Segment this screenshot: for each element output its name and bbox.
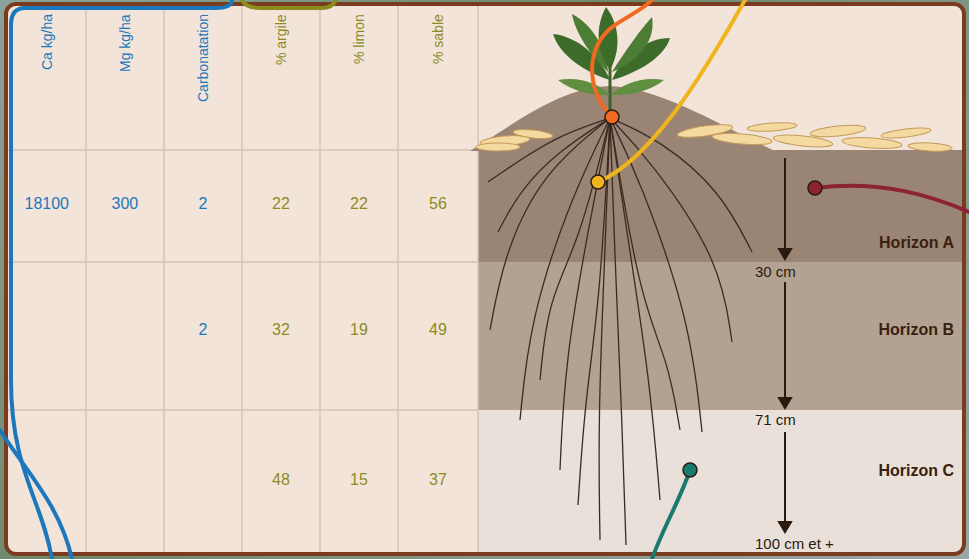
horizon-a-band xyxy=(478,150,964,262)
column-header: % argile xyxy=(273,14,289,65)
leader-dot xyxy=(605,110,619,124)
table-value: 48 xyxy=(272,471,290,489)
table-value: 18100 xyxy=(25,195,70,213)
soil-horizon: Horizon C xyxy=(478,410,964,554)
red-leader xyxy=(815,186,969,212)
column-header: Carbonatation xyxy=(195,14,211,102)
grid-line xyxy=(85,4,87,554)
root xyxy=(578,118,610,505)
depth-label: 100 cm et + xyxy=(755,535,834,552)
leaf xyxy=(558,79,610,95)
blue-leader xyxy=(11,0,232,559)
grid-line xyxy=(8,149,478,151)
leader-dot xyxy=(591,175,605,189)
table-value: 2 xyxy=(199,195,208,213)
soil-horizon: Horizon B xyxy=(478,262,964,410)
column-header: Ca kg/ha xyxy=(39,14,55,70)
table-value: 22 xyxy=(350,195,368,213)
depth-arrow xyxy=(784,158,786,250)
root xyxy=(540,118,610,380)
table-grid xyxy=(8,4,478,554)
table-value: 49 xyxy=(429,321,447,339)
straw xyxy=(747,121,797,132)
straw xyxy=(476,143,520,151)
leaf xyxy=(611,79,664,95)
arrow-head xyxy=(779,249,791,259)
straw xyxy=(712,131,773,146)
straw-residue xyxy=(476,121,952,152)
depth-arrows xyxy=(779,158,791,532)
root xyxy=(610,118,626,545)
grid-line xyxy=(477,4,479,554)
leader-dots xyxy=(591,110,822,477)
table-value: 37 xyxy=(429,471,447,489)
arrow-head xyxy=(779,398,791,408)
orange-leader xyxy=(592,0,652,117)
column-header: % limon xyxy=(351,14,367,64)
horizon-label: Horizon C xyxy=(878,462,954,480)
root xyxy=(610,118,660,500)
straw xyxy=(810,123,867,139)
depth-arrow xyxy=(784,282,786,399)
table-value: 2 xyxy=(199,321,208,339)
straw xyxy=(908,142,952,152)
straw xyxy=(881,126,932,140)
horizon-c-band xyxy=(478,410,964,554)
plant xyxy=(553,7,670,118)
column-header: Mg kg/ha xyxy=(117,14,133,72)
grid-line xyxy=(8,409,478,411)
depth-label: 30 cm xyxy=(755,263,796,280)
table-value: 56 xyxy=(429,195,447,213)
roots xyxy=(488,118,752,545)
table-value: 300 xyxy=(112,195,139,213)
yellow-leader xyxy=(598,0,745,182)
table-value: 32 xyxy=(272,321,290,339)
horizon-label: Horizon B xyxy=(878,321,954,339)
grid-line xyxy=(397,4,399,554)
column-header: % sable xyxy=(430,14,446,64)
arrow-head xyxy=(779,522,791,532)
depth-arrow xyxy=(784,432,786,523)
depth-label: 71 cm xyxy=(755,411,796,428)
leader-dot xyxy=(683,463,697,477)
grid-line xyxy=(319,4,321,554)
soil-mound xyxy=(470,86,775,151)
grid-line xyxy=(241,4,243,554)
straw xyxy=(513,128,554,140)
panel-border xyxy=(6,4,964,554)
root xyxy=(610,118,680,430)
soil-horizon: Horizon A xyxy=(478,150,964,262)
leader-dot xyxy=(808,181,822,195)
table-value: 22 xyxy=(272,195,290,213)
root xyxy=(520,118,610,420)
grid-line xyxy=(8,261,478,263)
table-value: 15 xyxy=(350,471,368,489)
table-value: 19 xyxy=(350,321,368,339)
horizon-label: Horizon A xyxy=(879,234,954,252)
olive-leader xyxy=(242,0,336,8)
blue-leader xyxy=(0,430,72,559)
teal-leader xyxy=(652,470,690,559)
grid-line xyxy=(163,4,165,554)
